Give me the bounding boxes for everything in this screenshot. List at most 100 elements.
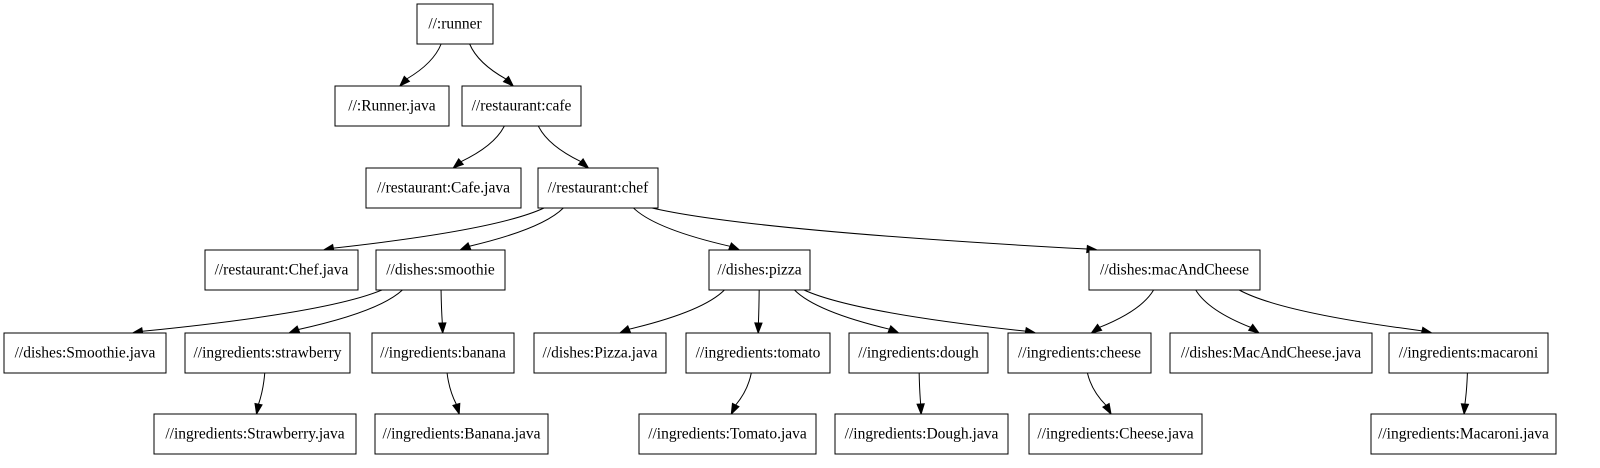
node-label: //ingredients:cheese [1018,345,1141,362]
graph-edge [916,372,925,416]
node-box[interactable] [1370,413,1557,455]
node-label: //ingredients:Macaroni.java [1378,426,1549,443]
node-label: //dishes:Pizza.java [543,345,658,362]
graph-node-ing-macaroni[interactable]: //ingredients:macaroni [1388,332,1549,374]
node-label: //:Runner.java [348,98,436,115]
edge-line [629,289,725,330]
node-box[interactable] [365,167,522,209]
edge-line [460,125,505,163]
graph-node-ing-cheese[interactable]: //ingredients:cheese [1007,332,1152,374]
graph-edge [398,43,442,88]
graph-edge [458,207,564,251]
edge-arrowhead [727,242,741,251]
graph-node-ing-macaroni-java[interactable]: //ingredients:Macaroni.java [1370,413,1557,455]
edge-line [142,289,383,332]
graph-edge [730,372,752,416]
node-box[interactable] [1388,332,1549,374]
graph-edge [1195,289,1261,334]
edge-line [1086,372,1107,406]
node-label: //restaurant:cafe [472,98,572,115]
graph-edge [131,289,383,336]
node-box[interactable] [204,249,359,291]
edge-line [537,125,582,163]
node-label: //ingredients:Banana.java [383,426,541,443]
node-box[interactable] [638,413,817,455]
graph-edge [287,289,403,334]
edge-arrowhead [502,75,515,88]
edge-line [469,207,564,247]
graph-edge [803,289,1037,336]
graph-node-dishes-macandcheese[interactable]: //dishes:macAndCheese [1088,249,1261,291]
edge-arrowhead [887,325,901,334]
graph-node-ing-strawberry-java[interactable]: //ingredients:Strawberry.java [153,413,357,455]
node-label: //dishes:smoothie [386,262,495,279]
node-box[interactable] [371,332,515,374]
graph-edge [537,125,590,169]
edge-arrowhead [254,402,263,416]
graph-edge [618,289,725,334]
graph-node-restaurant-cafe-java[interactable]: //restaurant:Cafe.java [365,167,522,209]
edge-line [803,289,1026,332]
node-box[interactable] [1007,332,1152,374]
edge-line [794,289,890,330]
graph-node-restaurant-chef[interactable]: //restaurant:chef [537,167,659,209]
node-label: //ingredients:tomato [696,345,821,362]
graph-node-dishes-pizza-java[interactable]: //dishes:Pizza.java [533,332,667,374]
edge-line [918,372,922,405]
node-box[interactable] [153,413,357,455]
edge-arrowhead [1102,402,1112,416]
graph-edge [469,43,515,88]
node-box[interactable] [533,332,667,374]
graph-edge [651,207,1099,254]
edge-arrowhead [1247,323,1261,334]
graph-node-ing-banana-java[interactable]: //ingredients:Banana.java [374,413,549,455]
graph-node-ing-dough-java[interactable]: //ingredients:Dough.java [834,413,1009,455]
graph-node-ing-banana[interactable]: //ingredients:banana [371,332,515,374]
edge-line [258,372,266,405]
edge-arrowhead [437,322,447,335]
node-box[interactable] [3,332,167,374]
node-label: //dishes:pizza [717,262,801,279]
node-box[interactable] [375,249,506,291]
node-box[interactable] [184,332,351,374]
graph-node-ing-strawberry[interactable]: //ingredients:strawberry [184,332,351,374]
edge-arrowhead [452,402,461,416]
node-box[interactable] [1169,332,1373,374]
edge-line [1195,289,1251,328]
graph-edge [452,125,505,169]
node-box[interactable] [848,332,989,374]
edge-line [1099,289,1155,328]
node-box[interactable] [416,3,494,45]
graph-node-restaurant-cafe[interactable]: //restaurant:cafe [461,85,582,127]
edge-arrowhead [458,242,472,251]
graph-node-runner[interactable]: //:runner [416,3,494,45]
graph-node-ing-tomato-java[interactable]: //ingredients:Tomato.java [638,413,817,455]
graph-edge [437,289,447,335]
edge-arrowhead [287,325,301,334]
node-box[interactable] [834,413,1009,455]
graph-node-runner-java[interactable]: //:Runner.java [334,85,450,127]
edge-arrowhead [618,325,632,334]
graph-node-ing-dough[interactable]: //ingredients:dough [848,332,989,374]
node-box[interactable] [708,249,811,291]
node-box[interactable] [537,167,659,209]
node-box[interactable] [461,85,582,127]
nodes-layer: //:runner //:Runner.java //restaurant:cafe… [3,3,1557,455]
node-box[interactable] [334,85,450,127]
graph-node-ing-cheese-java[interactable]: //ingredients:Cheese.java [1028,413,1203,455]
graph-node-dishes-pizza[interactable]: //dishes:pizza [708,249,811,291]
node-box[interactable] [1088,249,1261,291]
node-label: //restaurant:Chef.java [215,262,349,279]
node-label: //dishes:macAndCheese [1100,262,1249,279]
graph-node-dishes-macandcheese-java[interactable]: //dishes:MacAndCheese.java [1169,332,1373,374]
node-box[interactable] [374,413,549,455]
graph-edge [754,289,763,335]
graph-node-dishes-smoothie-java[interactable]: //dishes:Smoothie.java [3,332,167,374]
graph-node-ing-tomato[interactable]: //ingredients:tomato [685,332,831,374]
graph-node-dishes-smoothie[interactable]: //dishes:smoothie [375,249,506,291]
node-box[interactable] [1028,413,1203,455]
node-label: //ingredients:banana [380,345,506,362]
graph-node-restaurant-chef-java[interactable]: //restaurant:Chef.java [204,249,359,291]
node-box[interactable] [685,332,831,374]
